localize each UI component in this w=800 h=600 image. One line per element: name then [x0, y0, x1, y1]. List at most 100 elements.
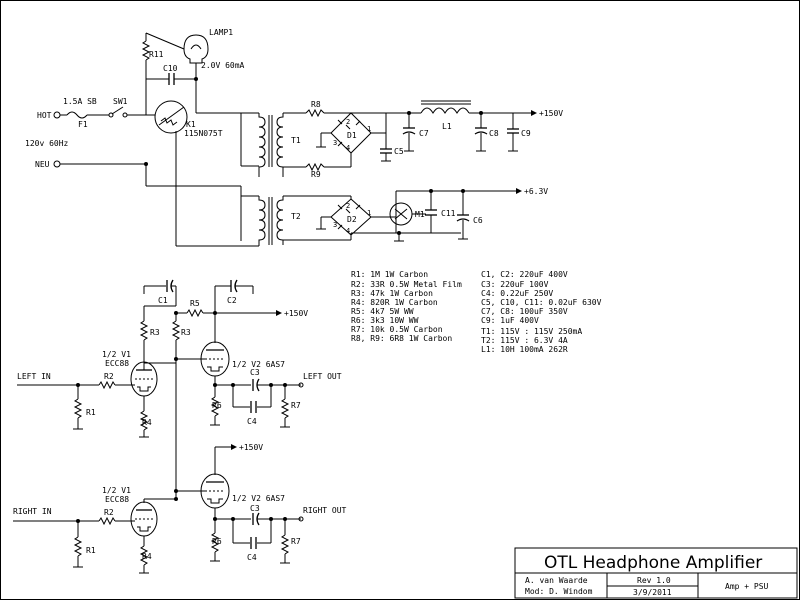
c3-label-right: C3	[250, 504, 260, 513]
left-out-label: LEFT OUT	[303, 372, 342, 381]
parts-c-1: C3: 220uF 100V	[481, 280, 549, 289]
left-in-label: LEFT IN	[17, 372, 51, 381]
d1-pin2: 2	[346, 118, 350, 126]
m1-label: M1	[415, 210, 425, 219]
r11-label: R11	[149, 50, 164, 59]
parts-r-6: R7: 10k 0.5W Carbon	[351, 325, 443, 334]
parts-r-2: R3: 47k 1W Carbon	[351, 289, 433, 298]
r4-resistor-left	[139, 410, 149, 431]
k1-label: K1	[186, 120, 196, 129]
amplifier-section: C1 C2 +150V R5 R3 R3	[13, 279, 347, 574]
parts-m-0: T1: 115V : 115V 250mA	[481, 327, 582, 336]
ecc88-label-left: ECC88	[105, 359, 129, 368]
power-supply-section: LAMP1 2.0V 60mA R11 C10 K1 115N075T HOT …	[25, 28, 563, 247]
t2-label: T2	[291, 212, 301, 221]
r11-resistor	[141, 40, 151, 61]
c8-label: C8	[489, 129, 499, 138]
psu-b150-label: +150V	[539, 109, 563, 118]
parts-r-3: R4: 820R 1W Carbon	[351, 298, 438, 307]
amp-b150-label-right: +150V	[239, 443, 263, 452]
fuse-rating-label: 1.5A SB	[63, 97, 97, 106]
d1-label: D1	[347, 131, 357, 140]
r5-label: R5	[190, 299, 200, 308]
parts-r-1: R2: 33R 0.5W Metal Film	[351, 280, 462, 289]
d1-pin4: 4	[346, 144, 350, 152]
r1-label-left: R1	[86, 408, 96, 417]
c4-label-right: C4	[247, 553, 257, 562]
date-text: 3/9/2011	[633, 588, 672, 597]
c7-label: C7	[419, 129, 429, 138]
parts-r-5: R6: 3k3 10W WW	[351, 316, 419, 325]
r4-label-left: R4	[142, 418, 152, 427]
r6-resistor-left	[210, 396, 220, 417]
r7-resistor-left	[280, 398, 290, 419]
title-block: OTL Headphone Amplifier A. van Waarde Mo…	[514, 547, 798, 599]
c4-label-left: C4	[247, 417, 257, 426]
r1-resistor-right	[73, 536, 83, 557]
d2-label: D2	[347, 215, 357, 224]
c9-label: C9	[521, 129, 531, 138]
neu-label: NEU	[35, 160, 50, 169]
d2-pin1: 1	[367, 209, 371, 217]
k1-part-label: 115N075T	[184, 129, 223, 138]
v1-label-left: 1/2 V1	[102, 350, 131, 359]
r8-label: R8	[311, 100, 321, 109]
v1-label-right: 1/2 V1	[102, 486, 131, 495]
c5-label: C5	[394, 147, 404, 156]
lamp1-symbol	[145, 32, 209, 71]
right-in-label: RIGHT IN	[13, 507, 52, 516]
right-out-label: RIGHT OUT	[303, 506, 347, 515]
ecc88-label-right: ECC88	[105, 495, 129, 504]
r6-resistor-right	[210, 532, 220, 553]
d1-pin1: 1	[367, 125, 371, 133]
c1-label: C1	[158, 296, 168, 305]
author-text: A. van Waarde	[525, 576, 588, 585]
amp-b150-arrow-right	[231, 444, 237, 450]
b63-arrow	[516, 188, 522, 194]
r7-resistor-right	[280, 534, 290, 555]
r3-resistor-left	[139, 320, 149, 341]
r2-resistor-right	[98, 516, 116, 526]
neu-terminal	[53, 160, 61, 168]
r3-label-b: R3	[181, 328, 191, 337]
b150-arrow	[531, 110, 537, 116]
fuse-label: F1	[78, 120, 88, 129]
r9-label: R9	[311, 170, 321, 179]
r4-resistor-right	[139, 545, 149, 566]
parts-c-5: C9: 1uF 400V	[481, 316, 539, 325]
r1-label-right: R1	[86, 546, 96, 555]
switch-sw1	[111, 106, 124, 115]
parts-m-1: T2: 115V : 6.3V 4A	[481, 336, 568, 345]
d2-pin4: 4	[346, 227, 350, 235]
sw1-label: SW1	[113, 97, 128, 106]
sheet-text: Amp + PSU	[725, 582, 769, 591]
mod-text: Mod: D. Windom	[525, 587, 593, 596]
parts-r-4: R5: 4k7 5W WW	[351, 307, 414, 316]
rev-text: Rev 1.0	[637, 576, 671, 585]
c2-label: C2	[227, 296, 237, 305]
transformer-t2	[258, 196, 284, 246]
bridge-rectifier-d1	[316, 112, 386, 167]
amp-b150-label: +150V	[284, 309, 308, 318]
r1-resistor-left	[73, 398, 83, 419]
parts-r-7: R8, R9: 6R8 1W Carbon	[351, 334, 452, 343]
parts-m-2: L1: 10H 100mA 262R	[481, 345, 568, 354]
r2-label-right: R2	[104, 508, 114, 517]
d2-pin3: 3	[333, 221, 337, 229]
r2-label-left: R2	[104, 372, 114, 381]
parts-c-2: C4: 0.22uF 250V	[481, 289, 553, 298]
c6-label: C6	[473, 216, 483, 225]
inductor-l1	[420, 107, 470, 114]
d1-pin3: 3	[333, 139, 337, 147]
r6-label-left: R6	[212, 401, 222, 410]
lamp-rating-label: 2.0V 60mA	[201, 61, 245, 70]
v2-label-right: 1/2 V2 6AS7	[232, 494, 285, 503]
c3-label-left: C3	[250, 368, 260, 377]
r7-label-left: R7	[291, 401, 301, 410]
l1-label: L1	[442, 122, 452, 131]
amp-b150-arrow	[276, 310, 282, 316]
r6-label-right: R6	[212, 537, 222, 546]
r9-resistor	[305, 162, 325, 172]
k1-component	[154, 100, 188, 134]
psu-b63-label: +6.3V	[524, 187, 548, 196]
